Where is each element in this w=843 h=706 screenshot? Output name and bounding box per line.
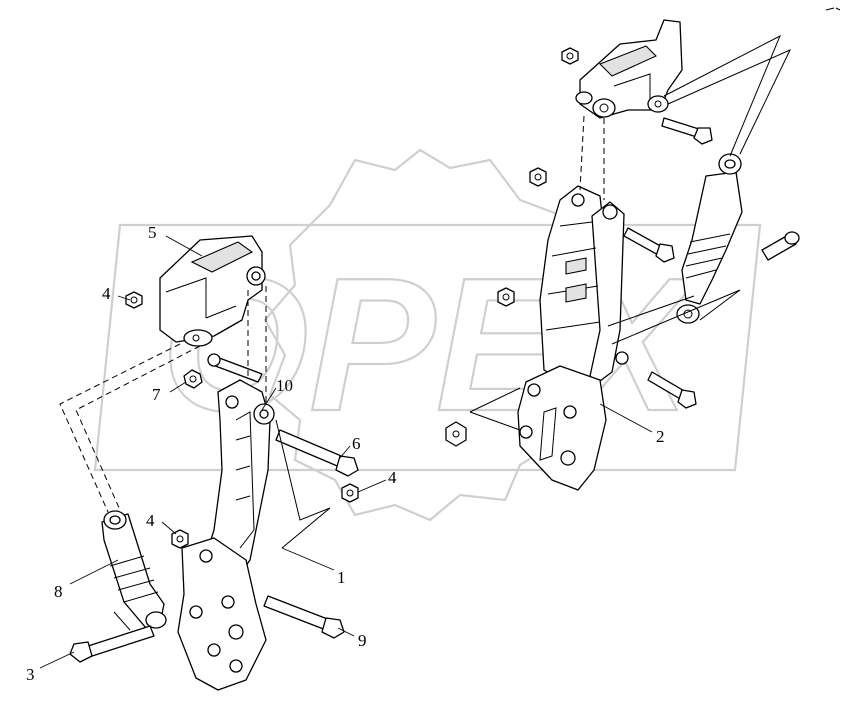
- nut-7: [183, 369, 203, 389]
- callout-9: 9: [358, 631, 367, 650]
- callout-8: 8: [54, 582, 63, 601]
- nut-right-upper: [529, 167, 547, 187]
- nut-right-middle: [497, 287, 515, 307]
- callout-7: 7: [152, 385, 161, 404]
- corner-mark: [825, 7, 841, 11]
- leader-2: [599, 403, 653, 433]
- right-shock-absorber: [676, 153, 743, 324]
- callout-leader-lines: [39, 235, 653, 669]
- left-frame-base-plate: [177, 537, 267, 691]
- right-fasteners: [445, 47, 800, 447]
- leader-8: [69, 559, 119, 585]
- callout-labels: 1 2 3 4 4 4 5 6 7 8 9 10: [26, 223, 665, 684]
- nut-4-right: [341, 483, 359, 503]
- callout-5: 5: [148, 223, 157, 242]
- right-frame-base-plate: [517, 365, 607, 491]
- callout-4-lower-left: 4: [146, 511, 155, 530]
- nut-right-lower: [445, 421, 467, 447]
- callout-4-right: 4: [388, 468, 397, 487]
- leader-4a: [117, 295, 131, 301]
- nut-4-upper-left: [125, 291, 143, 309]
- callout-4-upper-left: 4: [102, 284, 111, 303]
- callout-1: 1: [337, 568, 346, 587]
- leader-6: [339, 445, 351, 459]
- left-shock-absorber: [101, 510, 167, 629]
- callout-10: 10: [276, 376, 293, 395]
- right-assembly-guide-lines: [469, 34, 792, 431]
- leader-3: [39, 651, 75, 669]
- callout-3: 3: [26, 665, 35, 684]
- callout-2: 2: [656, 427, 665, 446]
- left-cab-lock-mechanism: [159, 235, 266, 347]
- nut-top-right: [561, 47, 579, 65]
- leader-5: [165, 235, 203, 257]
- left-mounting-bracket: [203, 379, 275, 585]
- leader-4c: [161, 521, 177, 535]
- left-fasteners: [69, 291, 359, 663]
- nut-4-lower-left: [171, 529, 189, 549]
- right-cab-lock-mechanism: [575, 19, 683, 119]
- leader-9: [337, 627, 355, 637]
- leader-10: [261, 387, 277, 411]
- left-assembly-guide-lines: [59, 286, 331, 631]
- bolt-9: [263, 595, 331, 631]
- right-mounting-bracket: [539, 185, 629, 385]
- bolt-3: [81, 625, 155, 659]
- leader-4b: [357, 479, 387, 493]
- leader-7: [169, 381, 187, 393]
- leader-1: [281, 547, 335, 571]
- callout-6: 6: [352, 434, 361, 453]
